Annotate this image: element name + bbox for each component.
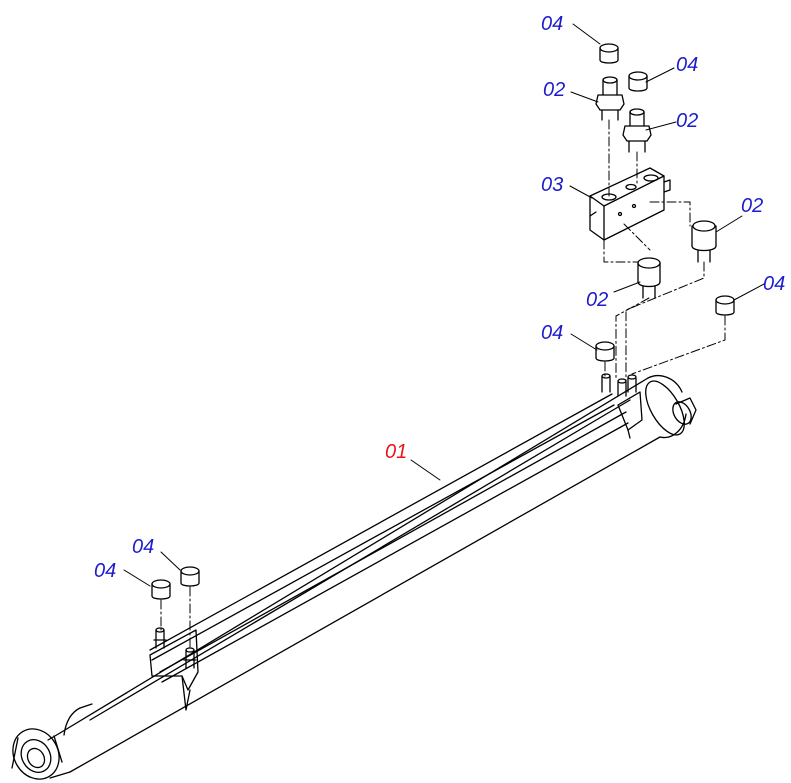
valve-block <box>589 167 671 241</box>
port-fittings <box>153 373 637 669</box>
callout-02-fitting-second: 02 <box>676 110 699 132</box>
hydraulic-cylinder <box>11 375 697 780</box>
callout-03-valve-block: 03 <box>541 174 564 196</box>
callout-04-cap-mid: 04 <box>541 322 564 344</box>
leader-lines <box>123 23 765 587</box>
callout-04-cap-left-upper: 04 <box>132 536 155 558</box>
assembly-lines <box>160 119 726 651</box>
callout-02-fitting-right: 02 <box>741 195 764 217</box>
threaded-fittings <box>595 76 717 299</box>
callout-04-cap-second: 04 <box>676 54 699 76</box>
callout-04-cap-right: 04 <box>763 273 786 295</box>
callout-04-cap-left-lower: 04 <box>94 560 117 582</box>
callout-04-cap-top: 04 <box>541 13 564 35</box>
callout-02-fitting-top: 02 <box>543 79 566 101</box>
callout-02-fitting-lower: 02 <box>586 289 609 311</box>
caps <box>151 43 735 600</box>
callout-01-main-cylinder: 01 <box>385 441 408 463</box>
